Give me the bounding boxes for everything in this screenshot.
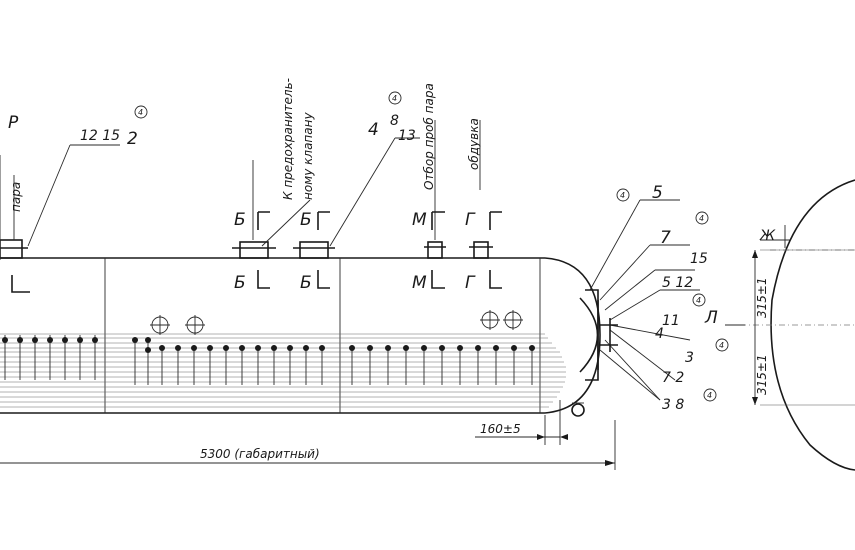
dimension-lines [0, 400, 616, 470]
text-labels: Р пара 12 15 2 4 К предохранитель- ному … [8, 78, 776, 461]
circle-num-1: 4 [138, 108, 143, 117]
upper-holes [150, 310, 523, 335]
section-b-3: Б [300, 210, 312, 230]
nozzle-leaders [0, 120, 481, 260]
circle-num-3: 4 [620, 191, 625, 200]
pos-4-left: 4 [368, 120, 379, 140]
circle-num-2: 4 [392, 94, 397, 103]
tube-stubs [2, 335, 535, 385]
leader-lines [27, 137, 700, 401]
section-b-1: Б [234, 210, 246, 230]
pos-3-8: 3 8 [662, 397, 684, 413]
pos-11: 11 [662, 313, 680, 329]
dim-315-top: 315±1 [755, 277, 769, 318]
dim-315-bottom: 315±1 [755, 354, 769, 395]
end-view [725, 179, 855, 471]
circle-marks [134, 91, 729, 402]
steam-sample-label: Отбор проб пара [422, 83, 436, 190]
section-m-2: М [412, 273, 427, 293]
section-l: Л [704, 308, 718, 328]
section-b-4: Б [300, 273, 312, 293]
top-nozzles [0, 239, 493, 259]
tube-rows [0, 333, 566, 408]
pos-13: 13 [398, 128, 416, 144]
pos-7: 7 [660, 228, 671, 248]
view-zh: Ж [759, 228, 776, 244]
pos-12-15: 12 15 [80, 128, 120, 144]
pos-7-2: 7 2 [662, 370, 684, 386]
section-b-2: Б [234, 273, 246, 293]
safety-valve-line2: ному клапану [301, 112, 315, 200]
safety-valve-line1: К предохранитель- [281, 78, 295, 200]
circle-num-4: 4 [699, 214, 704, 223]
pos-2: 2 [127, 129, 138, 149]
circle-num-6: 4 [719, 341, 724, 350]
section-brackets [11, 211, 502, 293]
pos-4-right: 4 [655, 326, 664, 342]
pos-8: 8 [390, 113, 399, 129]
view-p-label: Р [8, 113, 19, 133]
dim-5300: 5300 (габаритный) [200, 447, 320, 461]
manhole-cover [571, 289, 618, 417]
circle-num-5: 4 [696, 296, 701, 305]
drum-body [0, 257, 601, 414]
steam-label: пара [9, 182, 23, 212]
section-g-1: Г [465, 210, 476, 230]
pos-3: 3 [685, 350, 694, 366]
pos-15: 15 [690, 251, 708, 267]
dim-160: 160±5 [480, 422, 521, 436]
section-m-1: М [412, 210, 427, 230]
section-g-2: Г [465, 273, 476, 293]
pos-5-12: 5 12 [662, 275, 693, 291]
circle-num-7: 4 [707, 391, 712, 400]
air-vent-label: обдувка [467, 118, 481, 170]
pos-5-top: 5 [652, 183, 663, 203]
